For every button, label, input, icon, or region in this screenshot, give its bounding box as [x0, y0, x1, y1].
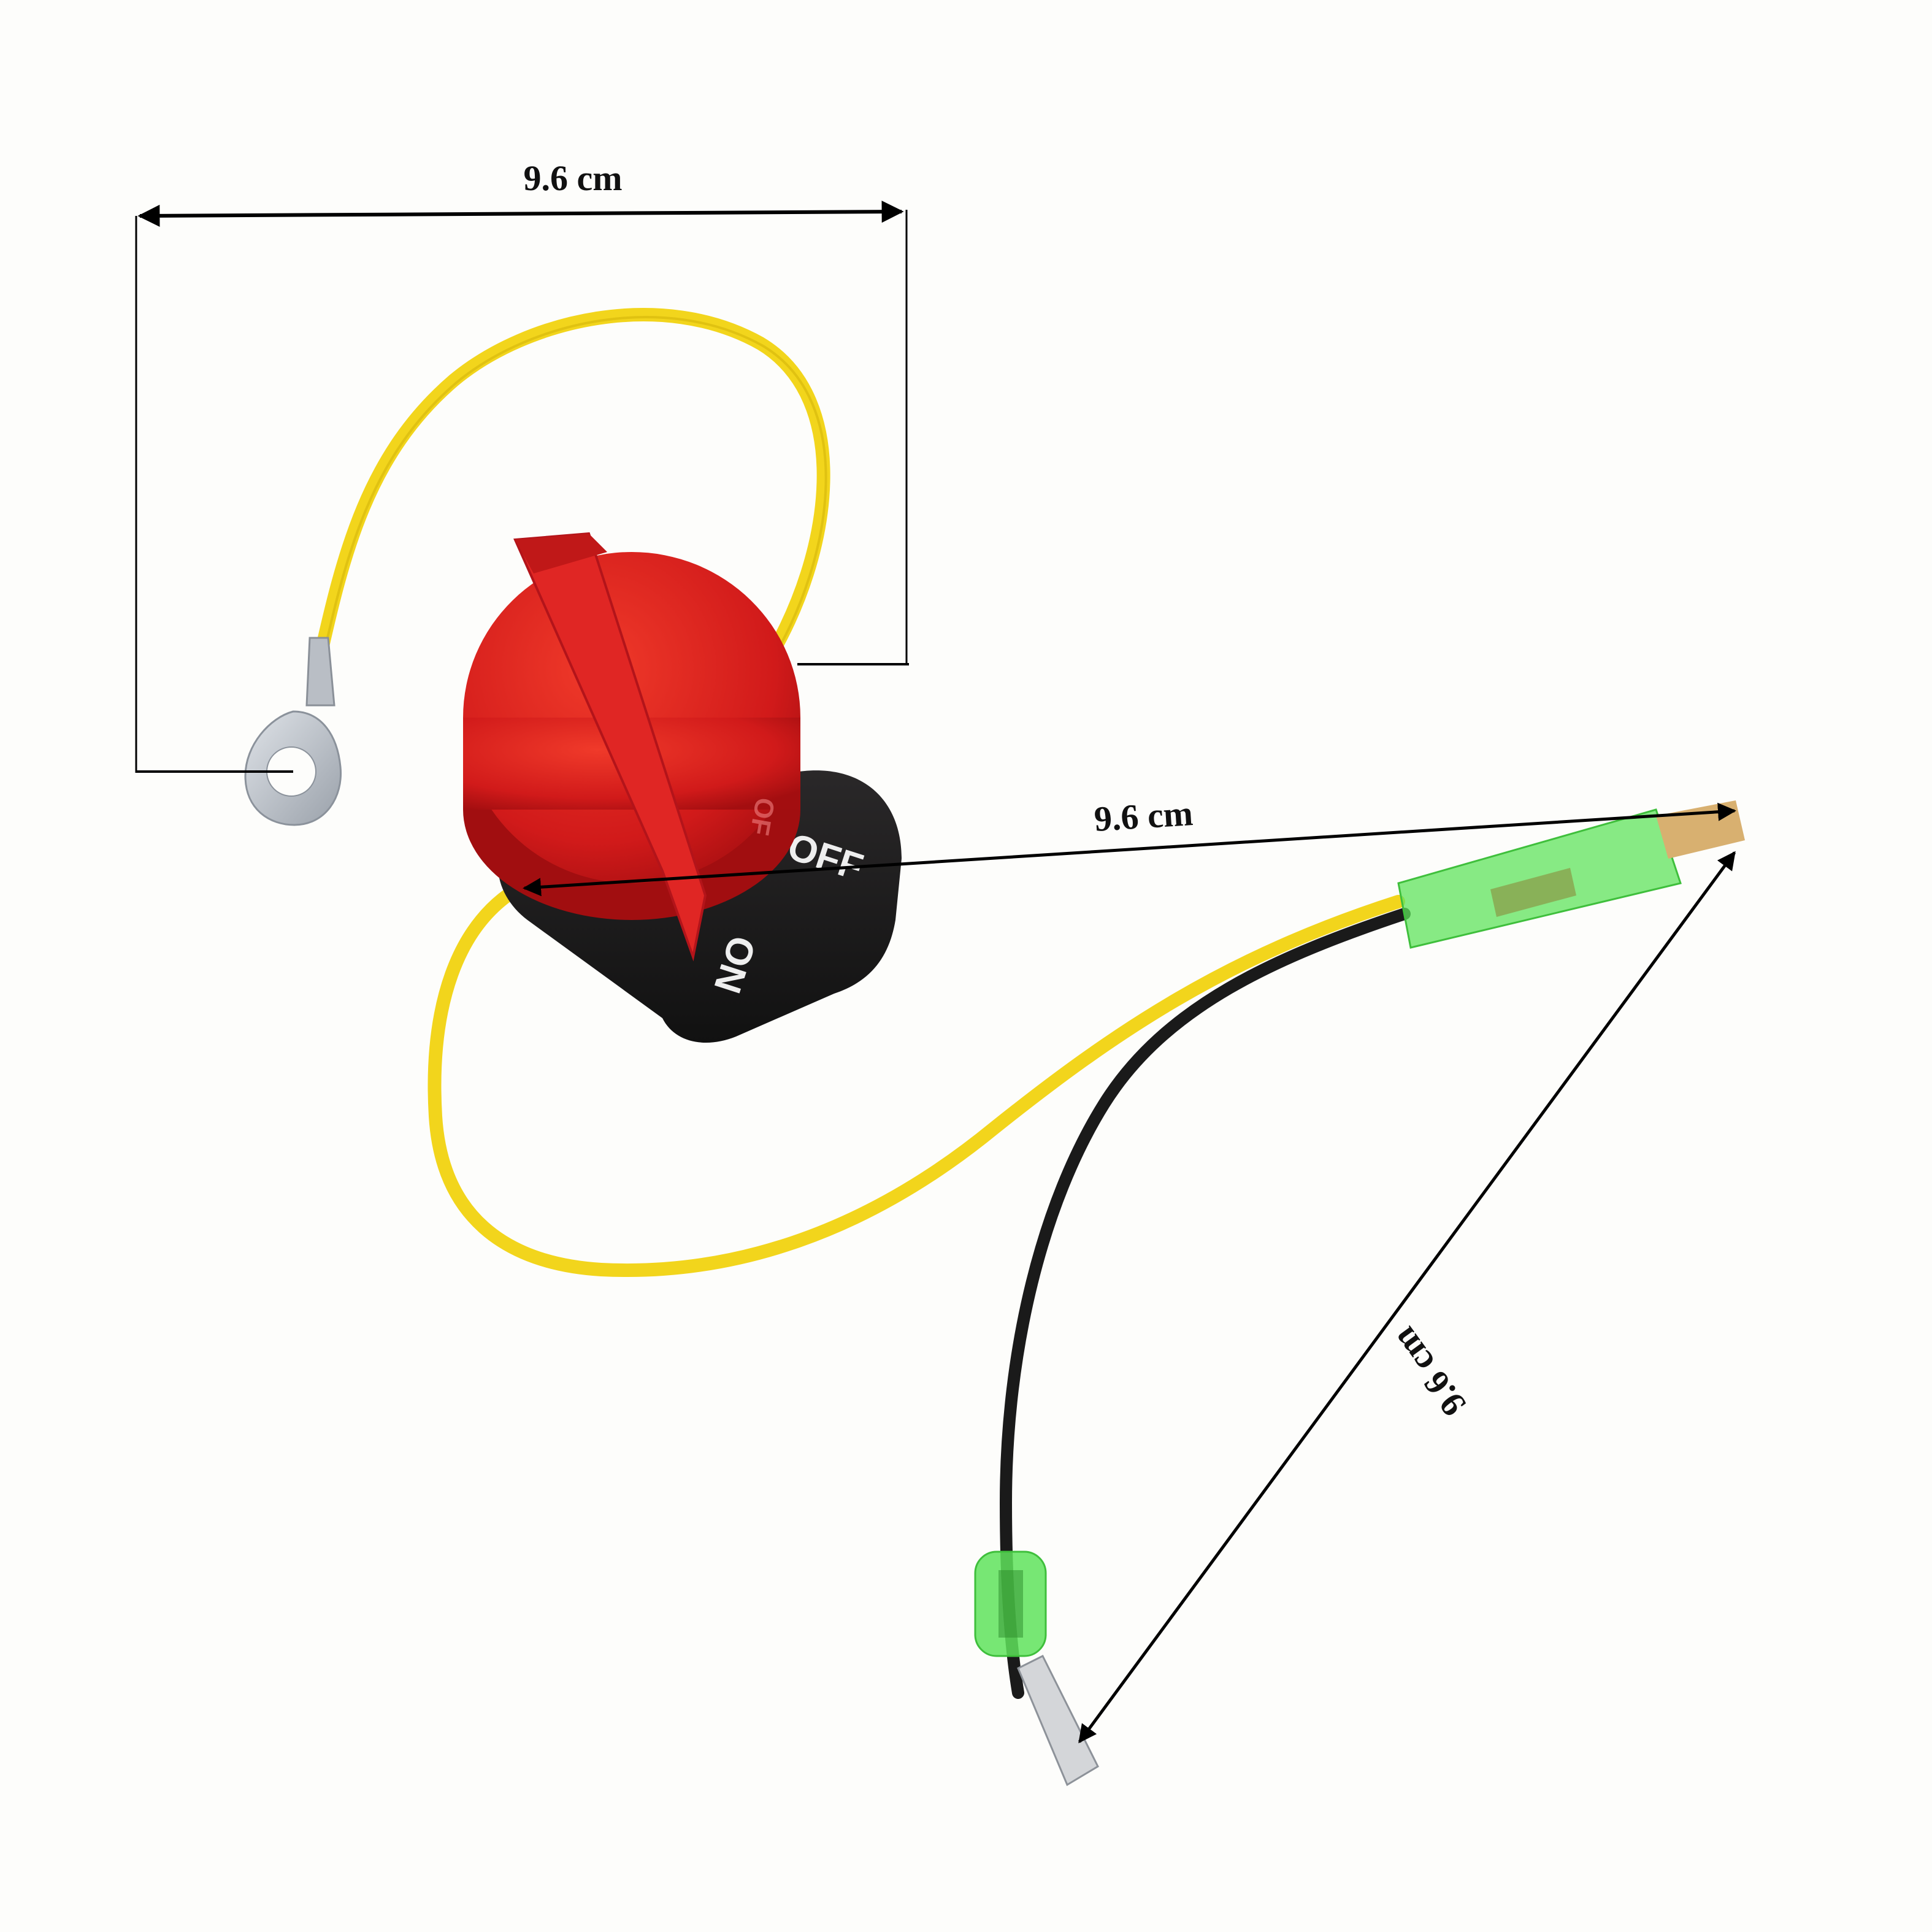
knob-mirrored-label: OF: [744, 795, 780, 838]
ring-terminal: [244, 637, 342, 826]
dimension-middle-length: 9.6 cm: [523, 793, 1736, 897]
dimension-label-top: 9.6 cm: [523, 158, 622, 198]
yellow-wire-upper: [312, 308, 830, 669]
dimension-label-diagonal: 9.6 cm: [1384, 1320, 1474, 1424]
dimension-label-middle: 9.6 cm: [1093, 793, 1194, 839]
green-sleeve-lower: [974, 1551, 1047, 1657]
dimension-diagonal-length: 9.6 cm: [1078, 851, 1736, 1744]
dimension-top-width: 9.6 cm: [135, 158, 909, 773]
spade-terminal: [1017, 1654, 1099, 1787]
black-wire: [999, 908, 1411, 1699]
